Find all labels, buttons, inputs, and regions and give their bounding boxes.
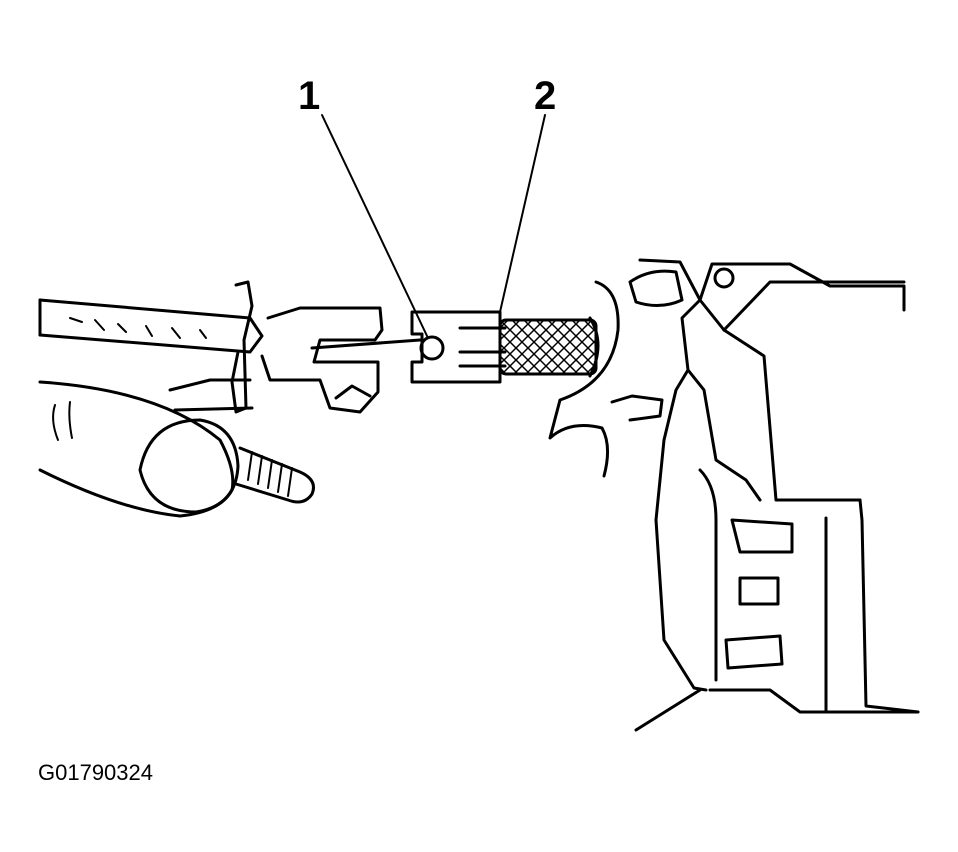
figure-id-label: G01790324	[38, 760, 153, 785]
callout-number-1: 1	[298, 74, 321, 118]
pin-tip	[419, 335, 445, 361]
terminal-connector	[410, 310, 600, 384]
callout-number-2: 2	[534, 74, 557, 118]
leader-lines	[321, 114, 546, 339]
tool-body	[38, 280, 422, 414]
connector-housing	[548, 258, 920, 732]
leader-line-1	[321, 114, 429, 339]
leader-line-2	[499, 114, 546, 313]
technician-hand	[38, 380, 315, 518]
